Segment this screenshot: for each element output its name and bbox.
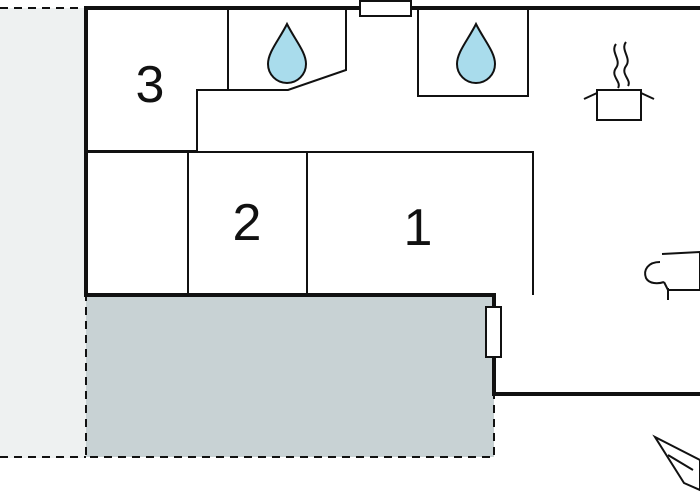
outer-wall [84,6,700,396]
terrace-area [85,294,495,458]
room-1-label: 1 [404,199,433,257]
window-side [485,306,502,358]
north-arrow-icon [652,434,700,492]
bathroom-b-wall [417,7,529,97]
window-top [359,0,412,17]
cooking-pot-icon [583,41,655,121]
sofa-icon [644,250,700,300]
garden-area [0,8,86,458]
water-drop-icon [266,21,308,84]
bedrooms-wall [86,151,534,295]
room-3-label: 3 [136,56,165,114]
water-drop-icon [455,21,497,84]
bathroom-a-wall [227,8,347,91]
room-2-label: 2 [233,194,262,252]
